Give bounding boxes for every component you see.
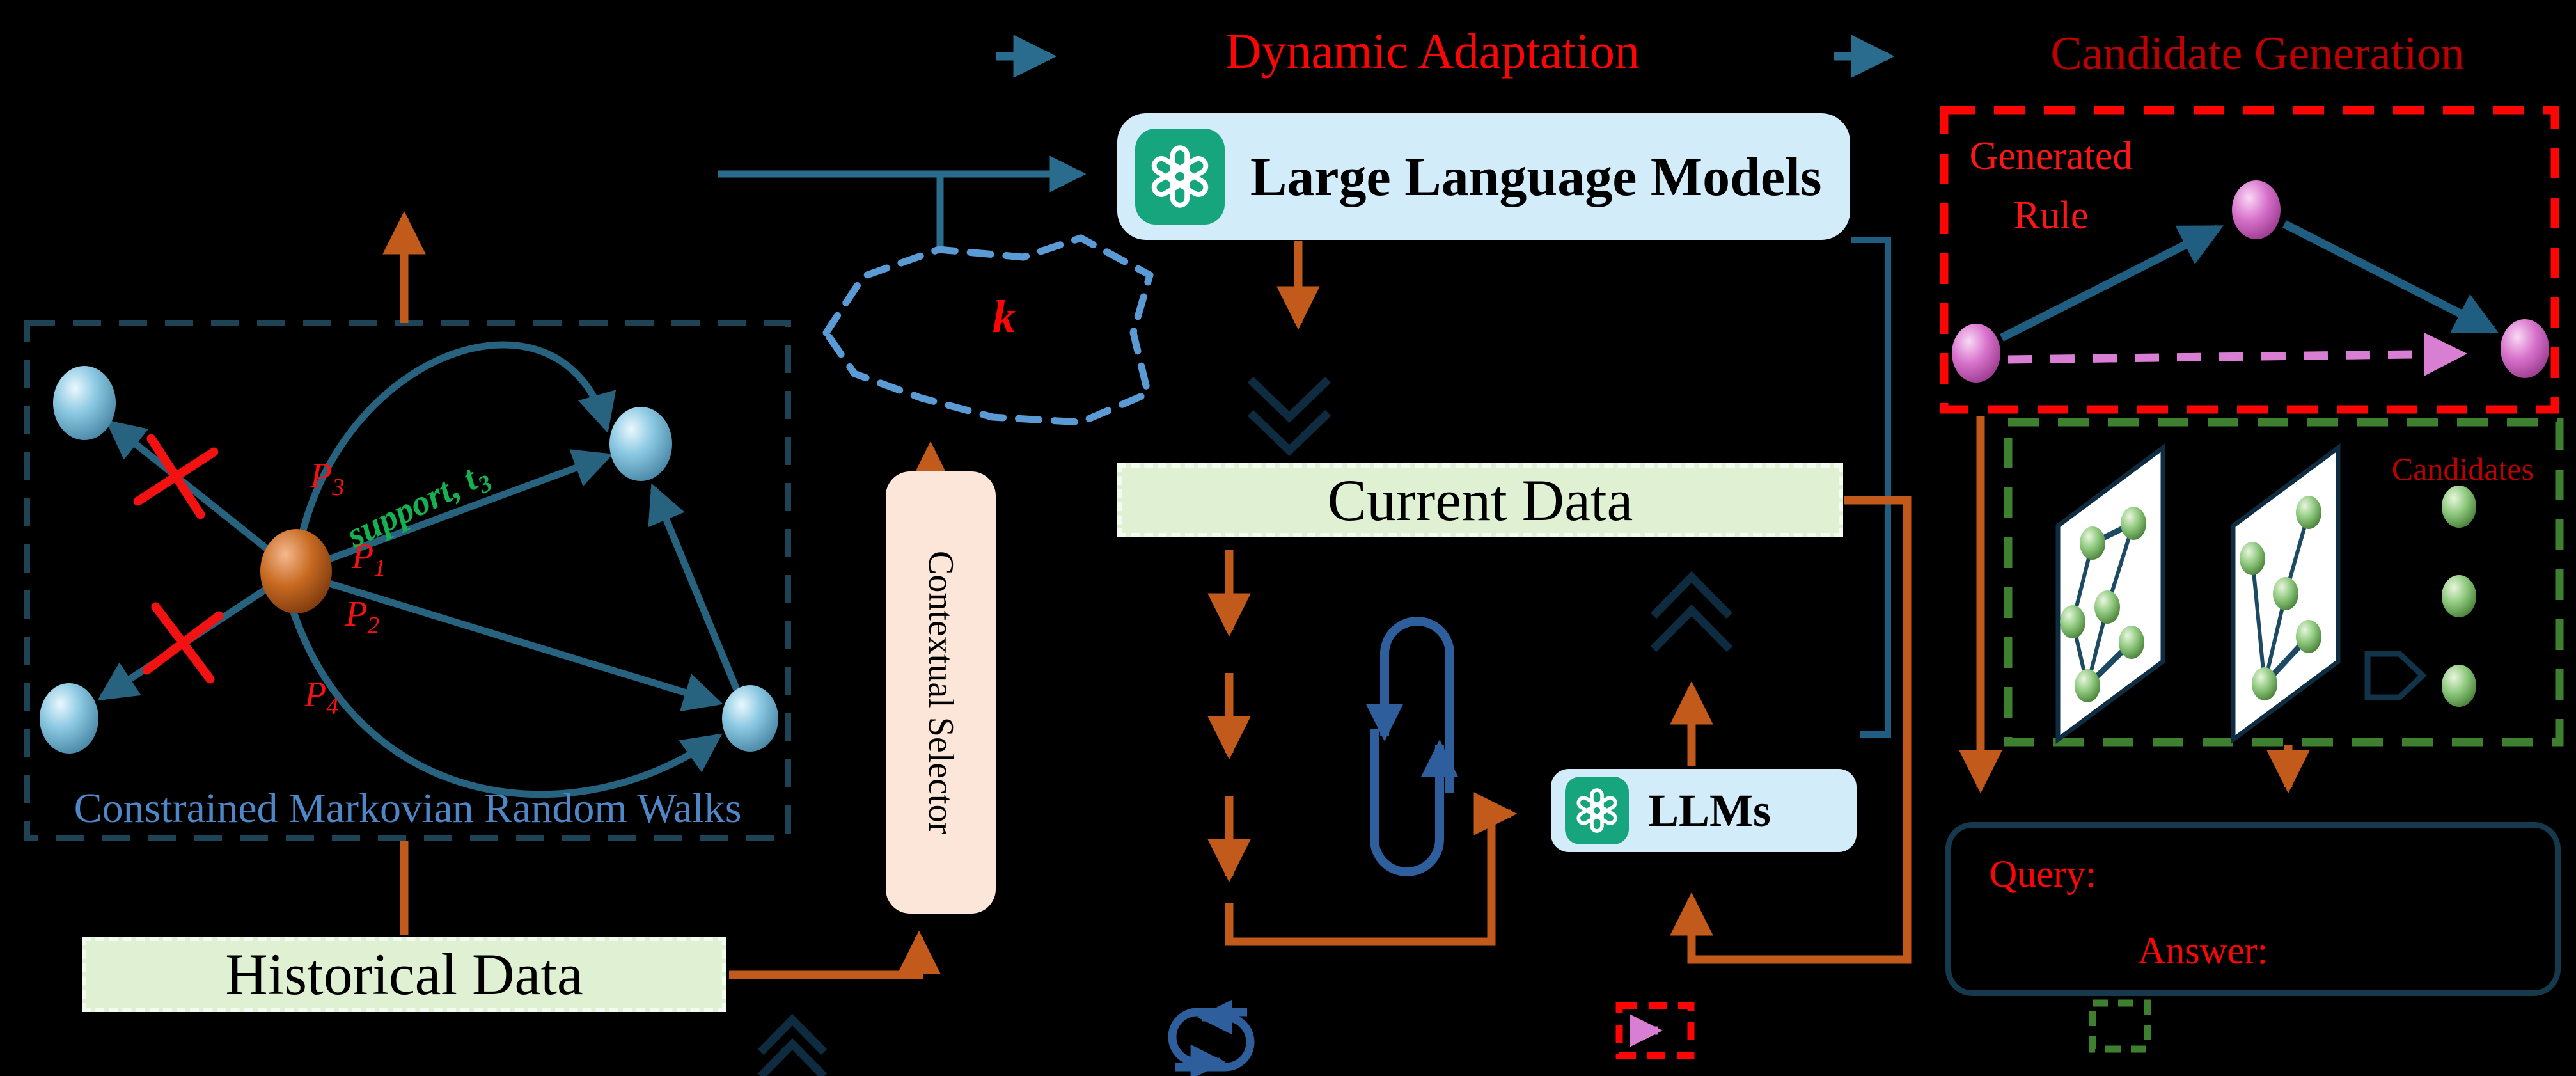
historical-data-box: Historical Data [82, 937, 726, 1012]
blocked-edge-x-icon [142, 602, 224, 684]
dynamic-adaptation-title: Dynamic Adaptation [1225, 23, 1640, 79]
snapshot-panel-2 [2231, 443, 2341, 744]
openai-icon [1565, 777, 1629, 844]
historical-data-label: Historical Data [225, 942, 583, 1007]
legend-rule-dashed-box-icon [1615, 1002, 1695, 1059]
edge-label-p4: P4 [304, 675, 339, 720]
contextual-selector-box: Contextual Selector [886, 471, 996, 914]
snapshot-panel-1 [2055, 443, 2165, 744]
generated-rule-dashed-box [1940, 106, 2559, 414]
query-answer-box: Query: Answer: [1945, 822, 2561, 996]
graph-node-bottomright [722, 685, 778, 752]
cmrw-caption: Constrained Markovian Random Walks [74, 785, 742, 832]
edge-label-p3: P3 [310, 456, 345, 502]
current-data-label: Current Data [1327, 468, 1633, 533]
iterate-loop-icon [1365, 617, 1459, 876]
historical-to-selector-arrow [729, 930, 941, 979]
current-data-box: Current Data [1117, 463, 1843, 537]
rule-inferred-dashed-arrow [2007, 332, 2468, 376]
graph-node-center-orange [260, 529, 332, 613]
flow-into-llms-left-arrow [1225, 792, 1518, 946]
rule-node-right [2501, 319, 2549, 378]
chevron-up-double-icon [1650, 571, 1733, 653]
candidates-label: Candidates [2391, 451, 2534, 487]
candidate-node-3 [2442, 665, 2476, 707]
edge-p4-arc [287, 603, 723, 798]
candidates-pointer-icon [2364, 651, 2427, 700]
llms-box: LLMs [1551, 769, 1857, 852]
selected-subgraph-cloud [822, 234, 1154, 426]
chevron-down-double-icon [1247, 376, 1331, 457]
edge-p2 [328, 580, 723, 712]
legend-refresh-loop-icon [1168, 999, 1255, 1076]
candidate-node-1 [2442, 486, 2476, 528]
rule-arrow-top-to-right [2282, 220, 2499, 334]
llm-output-right-hook-line [1851, 237, 1891, 738]
graph-node-topleft [53, 366, 116, 440]
edge-label-p2: P2 [345, 594, 380, 640]
rule-arrow-left-to-top [2000, 225, 2224, 342]
openai-icon [1135, 129, 1225, 225]
graph-node-topright [609, 407, 672, 481]
blocked-edge-x-icon [133, 434, 219, 519]
rule-node-left [1952, 324, 2000, 383]
edge-bottomright-to-topright [648, 483, 741, 692]
currentdata-to-llms-bottom-arrow [1670, 496, 1912, 964]
edge-p1-support [326, 449, 613, 564]
edge-p3-arc [297, 341, 617, 542]
subgraph-k-label: k [993, 290, 1016, 342]
answer-label: Answer: [2138, 930, 2268, 972]
edge-label-p1: P1 [352, 537, 386, 582]
llms-box-title: LLMs [1648, 784, 1771, 836]
graph-node-bottomleft [40, 683, 98, 754]
rule-node-top [2232, 180, 2281, 239]
candidate-node-2 [2442, 575, 2476, 617]
generated-rule-label: Generated Rule [1969, 134, 2133, 237]
llm-box-title: Large Language Models [1250, 146, 1822, 207]
query-label: Query: [1990, 853, 2096, 895]
candidates-dashed-box [2004, 418, 2564, 747]
candidate-generation-title: Candidate Generation [2050, 27, 2465, 80]
legend-candidates-dashed-box-icon [2089, 999, 2151, 1053]
edge-to-topleft-node [105, 420, 271, 553]
llm-box: Large Language Models [1117, 113, 1850, 240]
contextual-selector-label: Contextual Selector [921, 550, 961, 835]
legend-chevron-up-double-icon [757, 1013, 828, 1076]
